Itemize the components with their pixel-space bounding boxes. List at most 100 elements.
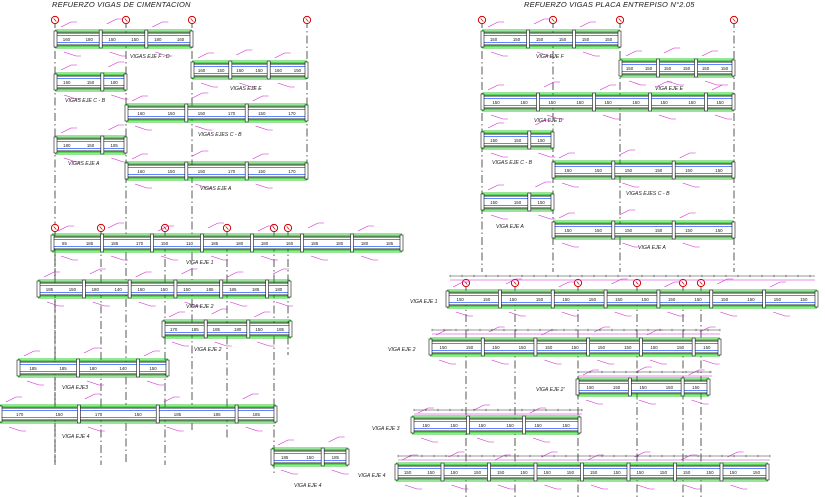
right-stirrup-spacing: 150	[683, 66, 691, 71]
left-beam-label: VIGAS EJE A	[200, 186, 232, 192]
left-axis-bubble-mark	[53, 226, 57, 230]
left-beam-outline	[125, 164, 308, 178]
right-stirrup-spacing: 150	[666, 385, 674, 390]
left-rebar-callout	[255, 183, 273, 189]
left-stirrup-spacing: 185	[111, 241, 119, 246]
right-column-block	[656, 58, 660, 78]
left-rebar-callout	[257, 225, 274, 232]
right-rebar-callout	[622, 242, 640, 248]
left-column-block	[127, 279, 132, 299]
right-column-block	[671, 160, 676, 180]
left-rebar-callout	[107, 222, 124, 229]
right-beam-outline	[552, 223, 735, 237]
right-rebar-callout	[619, 209, 636, 216]
left-rebar-callout	[272, 268, 290, 275]
left-rebar-callout	[255, 125, 273, 131]
left-column-block	[82, 279, 86, 299]
right-stirrup-spacing: 150	[506, 423, 514, 428]
right-support-right	[731, 93, 736, 111]
right-rebar-callout	[546, 114, 564, 120]
right-support-left	[445, 290, 450, 308]
right-column-block	[762, 289, 766, 309]
left-column-block	[77, 404, 81, 424]
right-stirrup-spacing: 150	[483, 297, 491, 302]
left-stirrup-spacing: 85	[62, 241, 67, 246]
left-rebar-callout	[192, 92, 209, 99]
right-column-block	[498, 289, 502, 309]
right-stirrup-spacing: 150	[520, 100, 528, 105]
left-column-block	[98, 29, 103, 49]
left-stirrup-spacing: 160	[177, 37, 185, 42]
right-stirrup-spacing: 150	[589, 297, 597, 302]
left-column-block	[173, 279, 178, 299]
right-stirrup-spacing: 150	[404, 470, 412, 475]
right-rebar-callout	[614, 311, 632, 317]
left-stirrup-spacing: 180	[86, 37, 94, 42]
right-stirrup-spacing: 150	[645, 66, 653, 71]
left-rebar-callout	[8, 426, 26, 432]
left-beam-label: VIGA EJE 4	[294, 483, 322, 489]
left-stirrup-spacing: 170	[136, 241, 144, 246]
right-column-block	[694, 58, 698, 78]
left-column-block	[300, 233, 304, 253]
left-support-right	[304, 162, 309, 180]
left-stirrup-spacing: 170	[288, 111, 296, 116]
left-stirrup-spacing: 150	[87, 80, 95, 85]
left-beam-outline	[125, 106, 308, 120]
left-rebar-callout	[360, 255, 378, 261]
right-column-block	[536, 92, 540, 112]
right-stirrup-spacing: 150	[587, 385, 595, 390]
right-stirrup-spacing: 150	[613, 385, 621, 390]
left-beam-label: VIGA EJE3	[62, 385, 88, 391]
left-stirrup-spacing: 150	[306, 455, 314, 460]
left-stirrup-spacing: 150	[258, 169, 266, 174]
right-stirrup-spacing: 150	[562, 297, 570, 302]
left-rebar-callout	[5, 396, 22, 403]
right-stirrup-spacing: 150	[605, 37, 613, 42]
right-rebar-callout	[602, 114, 620, 120]
left-stirrup-spacing: 180	[336, 241, 344, 246]
left-rebar-callout	[274, 52, 291, 59]
left-stirrup-spacing: 185	[213, 327, 221, 332]
right-rebar-callout	[628, 80, 646, 86]
left-rebar-callout	[84, 393, 101, 400]
right-column-block	[550, 289, 555, 309]
right-rebar-callout	[538, 214, 556, 220]
right-beam-label: VIGA EJE D	[534, 118, 563, 124]
right-beam-label: VIGA EJE 2	[388, 347, 416, 353]
right-stirrup-spacing: 150	[800, 297, 808, 302]
left-stirrup-spacing: 160	[286, 241, 294, 246]
right-stirrup-spacing: 150	[590, 470, 598, 475]
right-rebar-callout	[417, 407, 434, 414]
right-column-block	[526, 29, 530, 49]
right-beam-outline	[411, 418, 581, 432]
right-column-block	[639, 337, 643, 357]
left-rebar-callout	[184, 301, 202, 307]
right-rebar-callout	[541, 451, 558, 458]
left-stirrup-spacing: 180	[89, 366, 97, 371]
left-column-block	[244, 103, 249, 123]
right-rebar-callout	[680, 454, 697, 461]
right-rebar-callout	[490, 114, 508, 120]
right-rebar-callout	[420, 437, 438, 443]
left-rebar-callout	[257, 341, 275, 347]
right-rebar-callout	[476, 437, 494, 443]
left-rebar-callout	[83, 347, 100, 354]
left-support-left	[270, 448, 275, 466]
left-support-right	[304, 61, 309, 79]
right-rebar-callout	[532, 437, 550, 443]
right-stirrup-spacing: 150	[729, 470, 737, 475]
left-stirrup-spacing: 185	[211, 241, 219, 246]
right-rebar-callout	[497, 484, 515, 490]
left-column-block	[244, 161, 249, 181]
right-stirrup-spacing: 150	[538, 138, 546, 143]
right-stirrup-spacing: 150	[564, 168, 572, 173]
right-rebar-callout	[438, 359, 456, 365]
left-stirrup-spacing: 180	[63, 143, 71, 148]
left-rebar-callout	[210, 255, 228, 261]
right-stirrup-spacing: 150	[715, 228, 723, 233]
right-beam-label: VIGAS EJE C - B	[492, 160, 533, 166]
left-column-block	[265, 279, 269, 299]
right-column-block	[533, 337, 538, 357]
left-rebar-callout	[26, 380, 44, 386]
